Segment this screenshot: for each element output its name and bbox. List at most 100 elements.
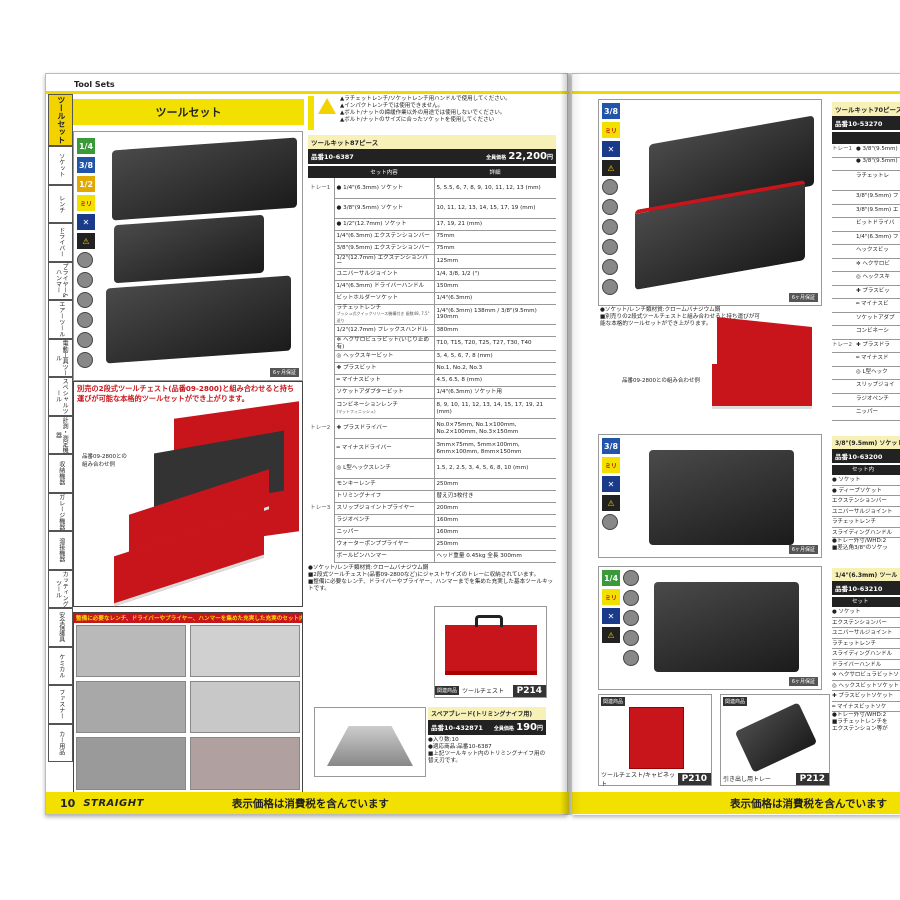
- item-name: ● 1/4"(6.3mm) ソケット: [336, 184, 404, 191]
- chest-drawers: [712, 364, 812, 409]
- item-name-cell: ラジオペンチ: [333, 514, 435, 527]
- item-detail: 1.5, 2, 2.5, 3, 4, 5, 6, 8, 10 (mm): [434, 458, 556, 479]
- side-tab[interactable]: ドライバー: [48, 223, 73, 262]
- left-page: Tool Sets ツールセットソケットレンチドライバープライヤー&ハンマーエア…: [45, 73, 569, 815]
- drive-1-4-icon: 1/4: [77, 138, 95, 154]
- side-tab[interactable]: プライヤー&ハンマー: [48, 261, 73, 300]
- header-rule: [572, 91, 900, 94]
- item-name: ● 1/2"(12.7mm) ソケット: [336, 220, 407, 227]
- item-name: ━ マイナスビ: [856, 301, 889, 307]
- item-name-cell: ◎ L型ヘックスレンチ: [333, 458, 435, 479]
- tray-label: [308, 515, 334, 527]
- tray-label: [308, 230, 334, 242]
- metric-icon: ミリ: [602, 457, 620, 473]
- no-overtorque-icon: ⚠: [602, 495, 620, 511]
- hammer-photo: [190, 681, 300, 733]
- toolchest-handle: [475, 615, 503, 627]
- no-impact-icon: ✕: [602, 608, 620, 624]
- slotted-icon: [602, 239, 618, 255]
- side-tab[interactable]: カッティングツール: [48, 569, 73, 608]
- item-name: コンビネーシ: [856, 328, 889, 334]
- page-ref-link[interactable]: P212: [795, 772, 829, 785]
- table-row: ユニバーサルジョイント: [832, 628, 900, 639]
- hex-key-icon: [602, 259, 618, 275]
- item-detail: 1/4, 3/8, 1/2 ("): [434, 268, 556, 281]
- tool-tray-image: [654, 582, 799, 672]
- tray-label: [308, 351, 334, 363]
- table-row: ● ソケット: [832, 607, 900, 618]
- item-name: ニッパー: [336, 529, 359, 536]
- metric-icon: ミリ: [602, 122, 620, 138]
- item-name-cell: モンキーレンチ: [333, 478, 435, 491]
- related-toolchest[interactable]: 関連商品 ツールチェスト P214: [434, 606, 547, 698]
- item-name: ニッパー: [856, 409, 879, 415]
- yen: 円: [546, 154, 553, 161]
- page-ref-link[interactable]: P214: [512, 684, 546, 697]
- item-name: ユニバーサルジョイント: [336, 270, 398, 277]
- item-name: ビットドライバ: [856, 220, 895, 226]
- table-row: ✲ ヘクサロビ: [832, 259, 900, 272]
- chest-note: 品番09-2800との組み合わせ例: [82, 454, 127, 468]
- chest-caption: 別売の2段式ツールチェスト(品番09-2800)と組み合わせると持ち運びが可能な…: [77, 384, 295, 403]
- phillips-icon: [77, 292, 93, 308]
- side-tab[interactable]: ソケット: [48, 146, 73, 185]
- tray-label: [308, 527, 334, 539]
- chest-note: 品番09-2800との組み合わせ例: [622, 378, 700, 384]
- item-name: ━ マイナスド: [856, 355, 889, 361]
- side-tab[interactable]: スペシャルツール: [48, 377, 73, 416]
- item-name: ● ディープソケット: [832, 487, 882, 494]
- item-name: コンビネーションレンチ: [336, 402, 398, 408]
- table-row: ✲ ヘクサロビュラビットソ: [832, 670, 900, 681]
- note: ■上記ツールキット内のトリミングナイフ用の替え刃です。: [428, 751, 546, 764]
- drawer-tray-image: [734, 702, 818, 773]
- item-name: ウォーターポンププライヤー: [336, 541, 409, 548]
- warning-icon: [318, 98, 336, 114]
- side-tab[interactable]: 溶接機器: [48, 531, 73, 570]
- table-row: ラチェットレンチ: [832, 517, 900, 528]
- product-spec-87pc: ツールキット87ピース 品番10-6387 全員価格 22,200円 セット内容…: [308, 135, 556, 593]
- blade-image: [314, 707, 426, 777]
- side-tab[interactable]: 収納機器: [48, 454, 73, 493]
- cabinet-image: [629, 707, 684, 769]
- item-name: ボールピンハンマー: [336, 553, 387, 560]
- item-name-cell: 1/4"(6.3mm) ドライバーハンドル: [333, 280, 435, 293]
- bits-photo: [76, 681, 186, 733]
- tray-label: トレー1: [832, 146, 852, 152]
- page-ref-link[interactable]: P210: [677, 772, 711, 785]
- side-tab[interactable]: 安全保護具: [48, 608, 73, 647]
- side-tab[interactable]: レンチ: [48, 184, 73, 223]
- item-detail: 75mm: [434, 242, 556, 255]
- side-tab[interactable]: 電動工具ツール: [48, 338, 73, 377]
- side-tab[interactable]: ツールセット: [48, 94, 73, 146]
- note: ●適応商品:品番10-6387: [428, 744, 492, 750]
- item-name-cell: 1/2"(12.7mm) フレックスハンドル: [333, 324, 435, 337]
- spec-table: ● 3/8"(9.5mm) ソトレー1● 3/8"(9.5mm) ラチェットレ3…: [832, 144, 900, 421]
- side-tab[interactable]: ケミカル: [48, 646, 73, 685]
- item-name: モンキーレンチ: [336, 481, 376, 488]
- side-tab[interactable]: 計測・測定機器: [48, 415, 73, 454]
- spec-table: ● ソケット● ディープソケットエクステンションバーユニバーサルジョイントラチェ…: [832, 475, 900, 552]
- item-name: ● ソケット: [832, 609, 861, 615]
- related-caption: 関連商品 ツールチェスト P214: [435, 684, 546, 697]
- table-header: セット: [832, 597, 900, 607]
- item-name: ラジオペンチ: [336, 517, 370, 524]
- table-row: ラチェットレンチ: [832, 639, 900, 649]
- item-name: ◎ ヘックスビットソケット: [832, 682, 899, 689]
- side-tab[interactable]: ファスナー: [48, 685, 73, 724]
- tray-label: トレー1: [310, 184, 331, 191]
- footer: 10 STRAIGHT 表示価格は消費税を含んでいます: [46, 792, 569, 814]
- side-tab[interactable]: エアーツール: [48, 300, 73, 339]
- hex-socket-icon: [602, 179, 618, 195]
- price-label: 全員価格: [493, 726, 514, 732]
- drive-1-2-icon: 1/2: [77, 176, 95, 192]
- side-tab[interactable]: カー用品: [48, 723, 73, 762]
- table-header: [832, 132, 900, 144]
- item-name: ◎ L型ヘックスレンチ: [336, 465, 391, 472]
- tray-label: トレー2: [310, 425, 331, 432]
- side-tab[interactable]: ガレージ機器: [48, 492, 73, 531]
